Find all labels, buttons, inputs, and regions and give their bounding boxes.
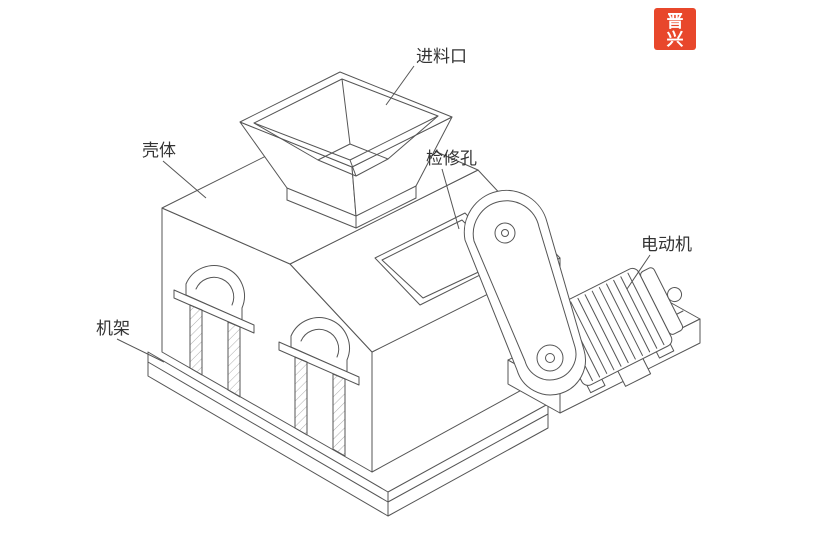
- pedestal-leg: [332, 373, 346, 457]
- bearing-pedestal-front: [173, 265, 255, 398]
- feed-hopper: [239, 71, 453, 229]
- bearing-pedestal-rear: [278, 317, 360, 457]
- leader-inspection-hole: [441, 168, 460, 230]
- logo-background: [654, 8, 696, 50]
- base-frame: [147, 351, 549, 517]
- label-feed-inlet: 进料口: [416, 47, 467, 66]
- label-inspection-hole: 检修孔: [426, 149, 477, 168]
- belt-guard: [463, 189, 586, 396]
- upper-pulley: [494, 222, 516, 244]
- label-frame: 机架: [96, 319, 130, 338]
- callout-labels: 进料口 壳体 检修孔 电动机 机架: [96, 47, 692, 338]
- lower-pulley: [536, 344, 564, 372]
- leader-shell: [162, 160, 207, 199]
- leader-feed-inlet: [385, 65, 415, 106]
- pedestal-leg: [227, 321, 241, 398]
- label-shell: 壳体: [142, 141, 176, 160]
- leader-frame: [116, 338, 165, 363]
- label-motor: 电动机: [641, 235, 692, 254]
- leader-motor: [626, 254, 651, 290]
- logo-char-bottom: 兴: [667, 30, 684, 49]
- pedestal-leg: [294, 356, 308, 436]
- logo-char-top: 晋: [667, 12, 684, 31]
- pedestal-leg: [189, 304, 203, 376]
- company-logo: 晋 兴: [654, 8, 696, 50]
- motor-shaft: [667, 287, 683, 303]
- leader-lines: [116, 65, 651, 363]
